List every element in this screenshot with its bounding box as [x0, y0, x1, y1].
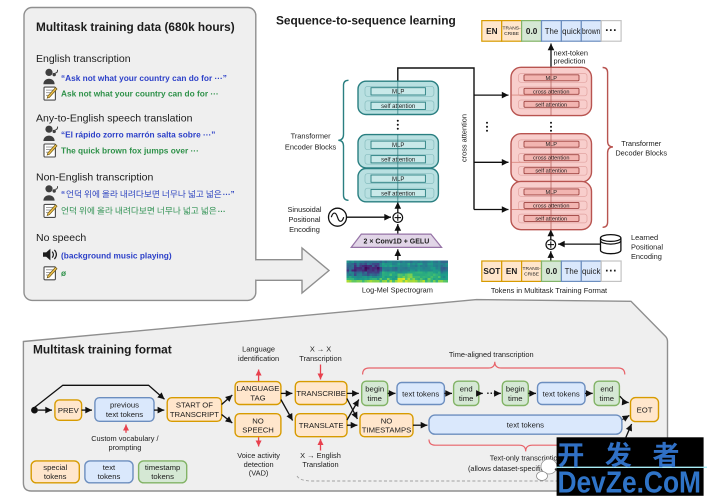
svg-text:cross attention: cross attention [460, 114, 469, 162]
svg-text:SPEECH: SPEECH [242, 426, 274, 435]
svg-text:special: special [43, 463, 67, 472]
svg-text:The quick brown fox jumps over: The quick brown fox jumps over ··· [61, 145, 199, 155]
svg-text:Sinusoidal: Sinusoidal [287, 205, 321, 214]
svg-text:(background music playing): (background music playing) [61, 251, 172, 261]
svg-text:Learned: Learned [631, 233, 658, 242]
svg-text:brown: brown [582, 27, 600, 36]
svg-text:DevZe.CoM: DevZe.CoM [558, 465, 702, 500]
svg-text:CRIBE: CRIBE [504, 31, 520, 37]
svg-text:Non-English transcription: Non-English transcription [36, 171, 153, 183]
svg-text:next-token: next-token [554, 49, 589, 58]
svg-text:“El rápido zorro marrón salta: “El rápido zorro marrón salta sobre ···” [61, 130, 215, 140]
svg-text:time: time [367, 394, 382, 403]
svg-text:Tokens in Multitask Training F: Tokens in Multitask Training Format [491, 286, 607, 295]
svg-text:end: end [460, 384, 473, 393]
svg-text:begin: begin [365, 384, 384, 393]
svg-text:X → English: X → English [300, 451, 341, 460]
svg-text:Time-aligned transcription: Time-aligned transcription [449, 350, 534, 359]
svg-text:Language: Language [242, 344, 275, 353]
svg-text:SOT: SOT [483, 267, 500, 276]
svg-text:“: “ [61, 189, 65, 199]
svg-text:prompting: prompting [108, 443, 141, 452]
svg-text:time: time [600, 394, 615, 403]
svg-text:EN: EN [506, 267, 517, 276]
svg-text:TRANSCRIPT: TRANSCRIPT [170, 410, 219, 419]
svg-text:Transcription: Transcription [299, 354, 341, 363]
svg-text:No speech: No speech [36, 232, 86, 244]
svg-text:TRANSCRIBE: TRANSCRIBE [296, 389, 346, 398]
svg-text:text tokens: text tokens [507, 420, 544, 429]
svg-text:tokens: tokens [44, 472, 67, 481]
svg-text:Multitask training format: Multitask training format [33, 342, 172, 356]
svg-text:···: ··· [218, 207, 226, 216]
svg-text:Custom vocabulary /: Custom vocabulary / [91, 434, 159, 443]
svg-text:Transformer: Transformer [621, 139, 662, 148]
svg-text:identification: identification [238, 354, 279, 363]
svg-text:Log-Mel Spectrogram: Log-Mel Spectrogram [362, 285, 433, 294]
svg-text:English transcription: English transcription [36, 53, 131, 65]
svg-text:0.0: 0.0 [546, 267, 558, 276]
svg-text:LANGUAGE: LANGUAGE [237, 384, 280, 393]
svg-text:0.0: 0.0 [526, 27, 538, 36]
svg-text:Sequence-to-sequence learning: Sequence-to-sequence learning [276, 14, 456, 28]
svg-text:“Ask not what your country can: “Ask not what your country can do for ··… [61, 73, 227, 83]
svg-text:begin: begin [506, 384, 525, 393]
svg-text:Decoder Blocks: Decoder Blocks [615, 148, 667, 157]
svg-text:Transformer: Transformer [291, 131, 332, 140]
svg-text:The: The [545, 27, 558, 36]
svg-text:···: ··· [605, 23, 617, 37]
svg-text:text: text [103, 463, 116, 472]
svg-text:(allows dataset-specific fine-: (allows dataset-specific fine-tuning) [468, 464, 583, 473]
svg-text:X → X: X → X [310, 344, 331, 353]
svg-text:···”: ···” [223, 190, 235, 199]
svg-text:TAG: TAG [250, 394, 265, 403]
svg-text:detection: detection [244, 460, 274, 469]
svg-text:end: end [600, 384, 613, 393]
svg-text:text tokens: text tokens [543, 389, 580, 398]
svg-text:TRANSLATE: TRANSLATE [299, 421, 344, 430]
svg-text:TRANS-: TRANS- [522, 266, 541, 272]
svg-text:text tokens: text tokens [402, 389, 439, 398]
svg-text:EOT: EOT [637, 406, 653, 415]
svg-text:tokens: tokens [151, 472, 174, 481]
svg-text:Multitask training data (680k: Multitask training data (680k hours) [36, 20, 235, 34]
svg-text:time: time [459, 394, 474, 403]
svg-text:Voice activity: Voice activity [237, 451, 280, 460]
svg-text:CRIBE: CRIBE [524, 272, 540, 278]
svg-text:time: time [508, 394, 523, 403]
svg-text:TRANS-: TRANS- [502, 26, 521, 32]
svg-text:text tokens: text tokens [106, 410, 143, 419]
svg-text:Positional: Positional [288, 215, 320, 224]
svg-text:quick: quick [562, 27, 581, 36]
svg-text:previous: previous [110, 400, 139, 409]
svg-text:Any-to-English speech translat: Any-to-English speech translation [36, 112, 193, 124]
svg-text:Encoder Blocks: Encoder Blocks [285, 143, 337, 152]
svg-text:quick: quick [582, 267, 601, 276]
svg-text:NO: NO [252, 416, 264, 425]
svg-text:The: The [565, 267, 578, 276]
svg-text:ø: ø [61, 268, 67, 278]
svg-text:PREV: PREV [58, 406, 80, 415]
svg-text:prediction: prediction [554, 57, 586, 66]
svg-text:tokens: tokens [98, 472, 121, 481]
svg-text:NO: NO [381, 416, 393, 425]
svg-text:EN: EN [486, 27, 497, 36]
svg-text:Text-only transcription: Text-only transcription [490, 454, 562, 463]
svg-text:Translation: Translation [302, 460, 338, 469]
svg-text:···: ··· [487, 389, 497, 400]
svg-text:Ask not what your country can: Ask not what your country can do for ··· [61, 89, 219, 99]
svg-text:START OF: START OF [176, 400, 213, 409]
svg-text:···: ··· [605, 263, 617, 277]
svg-text:Encoding: Encoding [289, 225, 320, 234]
svg-text:timestamp: timestamp [145, 463, 180, 472]
svg-text:(VAD): (VAD) [249, 469, 269, 478]
svg-text:TIMESTAMPS: TIMESTAMPS [362, 426, 411, 435]
svg-text:Encoding: Encoding [631, 252, 662, 261]
svg-text:Positional: Positional [631, 242, 663, 251]
svg-text:2 × Conv1D + GELU: 2 × Conv1D + GELU [364, 239, 430, 246]
